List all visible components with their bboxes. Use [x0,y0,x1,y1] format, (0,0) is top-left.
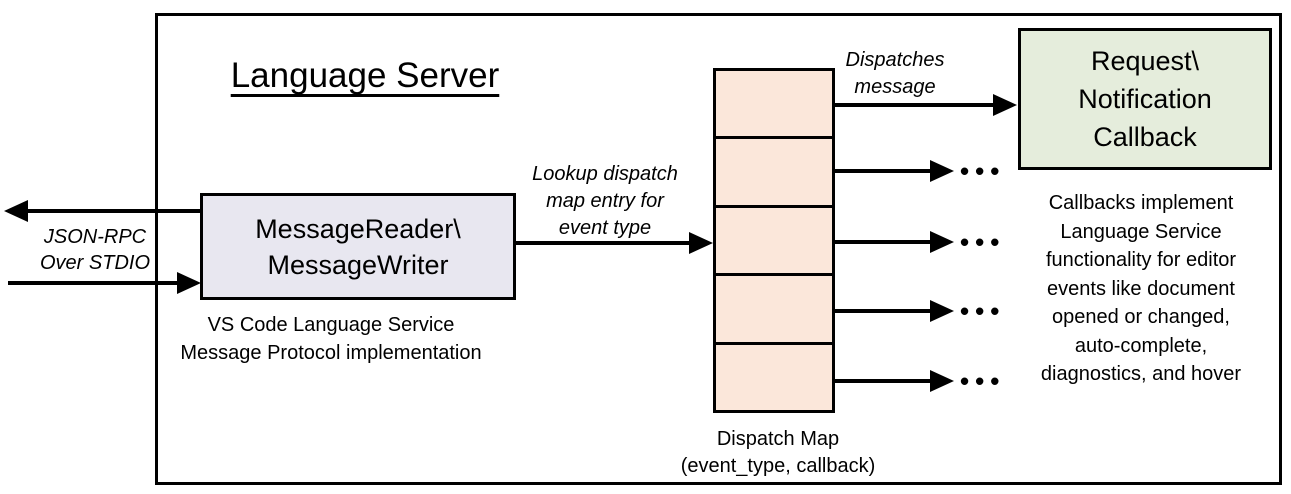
dispatches-message-label-line2: message [854,76,936,98]
callback-note-line3: functionality for editor [1045,249,1237,271]
language-server-box [155,13,1282,485]
callback-note-line2: Language Service [1060,220,1222,243]
lookup-dispatch-label-line3: event type [558,217,652,239]
dispatches-message-label: Dispatches message [820,47,970,101]
dispatch-map-cell-4 [716,273,832,342]
diagram-title: Language Server [230,56,500,95]
dispatches-message-label-line1: Dispatches [845,49,945,71]
dispatch-map [713,68,835,413]
callback-note: Callbacks implement Language Service fun… [1008,189,1274,389]
ellipsis-row2: ••• [960,156,1006,186]
callback-box-line3: Callback [1093,122,1197,152]
ellipsis-row4: ••• [960,296,1006,326]
dispatch-map-cell-1 [716,71,832,137]
dispatch-map-caption: Dispatch Map (event_type, callback) [648,426,908,480]
dispatch-map-caption-line2: (event_type, callback) [680,455,876,477]
json-rpc-stdio-label-line2: Over STDIO [39,252,150,274]
callback-note-line7: diagnostics, and hover [1040,363,1242,385]
callback-box-line1: Request\ [1090,46,1200,76]
dispatch-map-cell-5 [716,341,832,411]
callback-note-line6: auto-complete, [1074,334,1208,357]
lookup-dispatch-label-line1: Lookup dispatch [532,163,678,185]
lookup-dispatch-label: Lookup dispatch map entry for event type [510,161,700,242]
dispatch-map-cell-3 [716,204,832,274]
dispatch-map-caption-line1: Dispatch Map [716,428,840,450]
callback-note-line4: events like document [1047,277,1235,300]
message-box-caption: VS Code Language Service Message Protoco… [166,311,496,367]
ellipsis-row3: ••• [960,227,1006,257]
callback-box-line2: Notification [1078,84,1212,114]
callback-note-line1: Callbacks implement [1048,192,1234,214]
ellipsis-row5: ••• [960,366,1006,396]
json-rpc-stdio-label-line1: JSON-RPC [43,226,147,248]
request-notification-callback-box: Request\ Notification Callback [1018,28,1272,170]
callback-note-line5: opened or changed, [1052,306,1230,328]
message-reader-writer-box: MessageReader\ MessageWriter [200,193,516,300]
message-reader-writer-line1: MessageReader\ [255,213,461,244]
message-box-caption-line1: VS Code Language Service [207,314,455,336]
json-rpc-stdio-label: JSON-RPC Over STDIO [15,224,175,276]
dispatch-map-cell-2 [716,136,832,205]
message-reader-writer-line2: MessageWriter [267,249,449,280]
message-box-caption-line2: Message Protocol implementation [180,342,482,364]
lookup-dispatch-label-line2: map entry for [546,190,664,212]
